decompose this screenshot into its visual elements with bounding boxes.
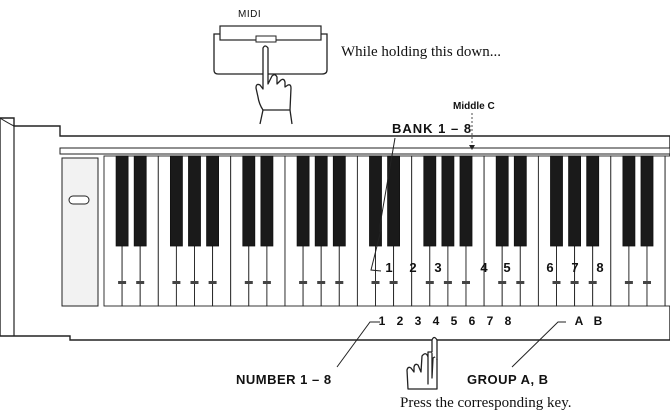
number-key-label: 3 [414, 314, 422, 328]
instruction-press: Press the corresponding key. [400, 395, 572, 411]
black-key[interactable] [115, 155, 129, 247]
key-marker [208, 281, 217, 284]
black-key[interactable] [242, 155, 256, 247]
number-key-label: 1 [378, 314, 386, 328]
key-marker [516, 281, 525, 284]
key-marker [299, 281, 308, 284]
key-marker [643, 281, 651, 284]
key-marker [190, 281, 199, 284]
key-marker [498, 281, 507, 284]
bank-number: 5 [503, 260, 511, 275]
black-key[interactable] [206, 155, 220, 247]
black-key[interactable] [314, 155, 328, 247]
key-marker [371, 281, 380, 284]
black-key[interactable] [495, 155, 509, 247]
number-leader [336, 321, 380, 368]
group-label: GROUP A, B [467, 372, 549, 387]
pointing-hand-icon [255, 45, 293, 125]
black-key[interactable] [622, 155, 636, 247]
bank-number: 4 [480, 260, 488, 275]
group-leader [511, 321, 566, 368]
key-marker [588, 281, 597, 284]
number-key-label: 5 [450, 314, 458, 328]
black-key[interactable] [188, 155, 201, 247]
number-key-label: 6 [468, 314, 476, 328]
black-key[interactable] [568, 155, 581, 247]
black-key[interactable] [459, 155, 473, 247]
black-key[interactable] [640, 155, 654, 247]
bank-leader [370, 137, 396, 272]
number-key-label: 8 [504, 314, 512, 328]
key-marker [118, 281, 127, 284]
key-marker [262, 281, 271, 284]
middle-c-label: Middle C [453, 101, 495, 112]
piano-keys [103, 155, 670, 307]
white-key[interactable] [664, 155, 670, 307]
number-key-label: 2 [396, 314, 404, 328]
key-marker [317, 281, 326, 284]
midi-button-label: MIDI [238, 9, 262, 20]
black-key[interactable] [332, 155, 346, 247]
black-key[interactable] [550, 155, 563, 247]
black-key[interactable] [133, 155, 147, 247]
number-key-label: 4 [432, 314, 440, 328]
black-key[interactable] [441, 155, 455, 247]
bank-number: 3 [434, 260, 442, 275]
key-marker [172, 281, 181, 284]
black-key[interactable] [586, 155, 600, 247]
key-marker [462, 281, 470, 284]
number-key-label: 7 [486, 314, 494, 328]
group-key-label: A [574, 314, 584, 328]
key-marker [552, 281, 561, 284]
key-marker [570, 281, 579, 284]
key-marker [136, 281, 145, 284]
black-key[interactable] [296, 155, 310, 247]
key-marker [335, 281, 344, 284]
bank-number: 1 [385, 260, 393, 275]
bank-number: 2 [409, 260, 417, 275]
group-key-label: B [593, 314, 603, 328]
bank-number: 7 [571, 260, 579, 275]
bank-number: 6 [546, 260, 554, 275]
bank-label: BANK 1 – 8 [392, 121, 473, 136]
pointing-hand-icon [406, 336, 438, 390]
midi-button[interactable] [213, 25, 328, 75]
number-label: NUMBER 1 – 8 [236, 372, 332, 387]
black-key[interactable] [387, 155, 401, 247]
key-marker [425, 281, 434, 284]
middle-c-marker [469, 145, 475, 150]
key-marker [244, 281, 253, 284]
black-key[interactable] [423, 155, 437, 247]
instruction-hold: While holding this down... [341, 44, 501, 60]
black-key[interactable] [513, 155, 527, 247]
black-key[interactable] [369, 155, 382, 247]
key-marker [389, 281, 398, 284]
black-key[interactable] [260, 155, 274, 247]
key-marker [624, 281, 633, 284]
bank-number: 8 [596, 260, 604, 275]
key-marker [443, 281, 452, 284]
black-key[interactable] [169, 155, 183, 247]
